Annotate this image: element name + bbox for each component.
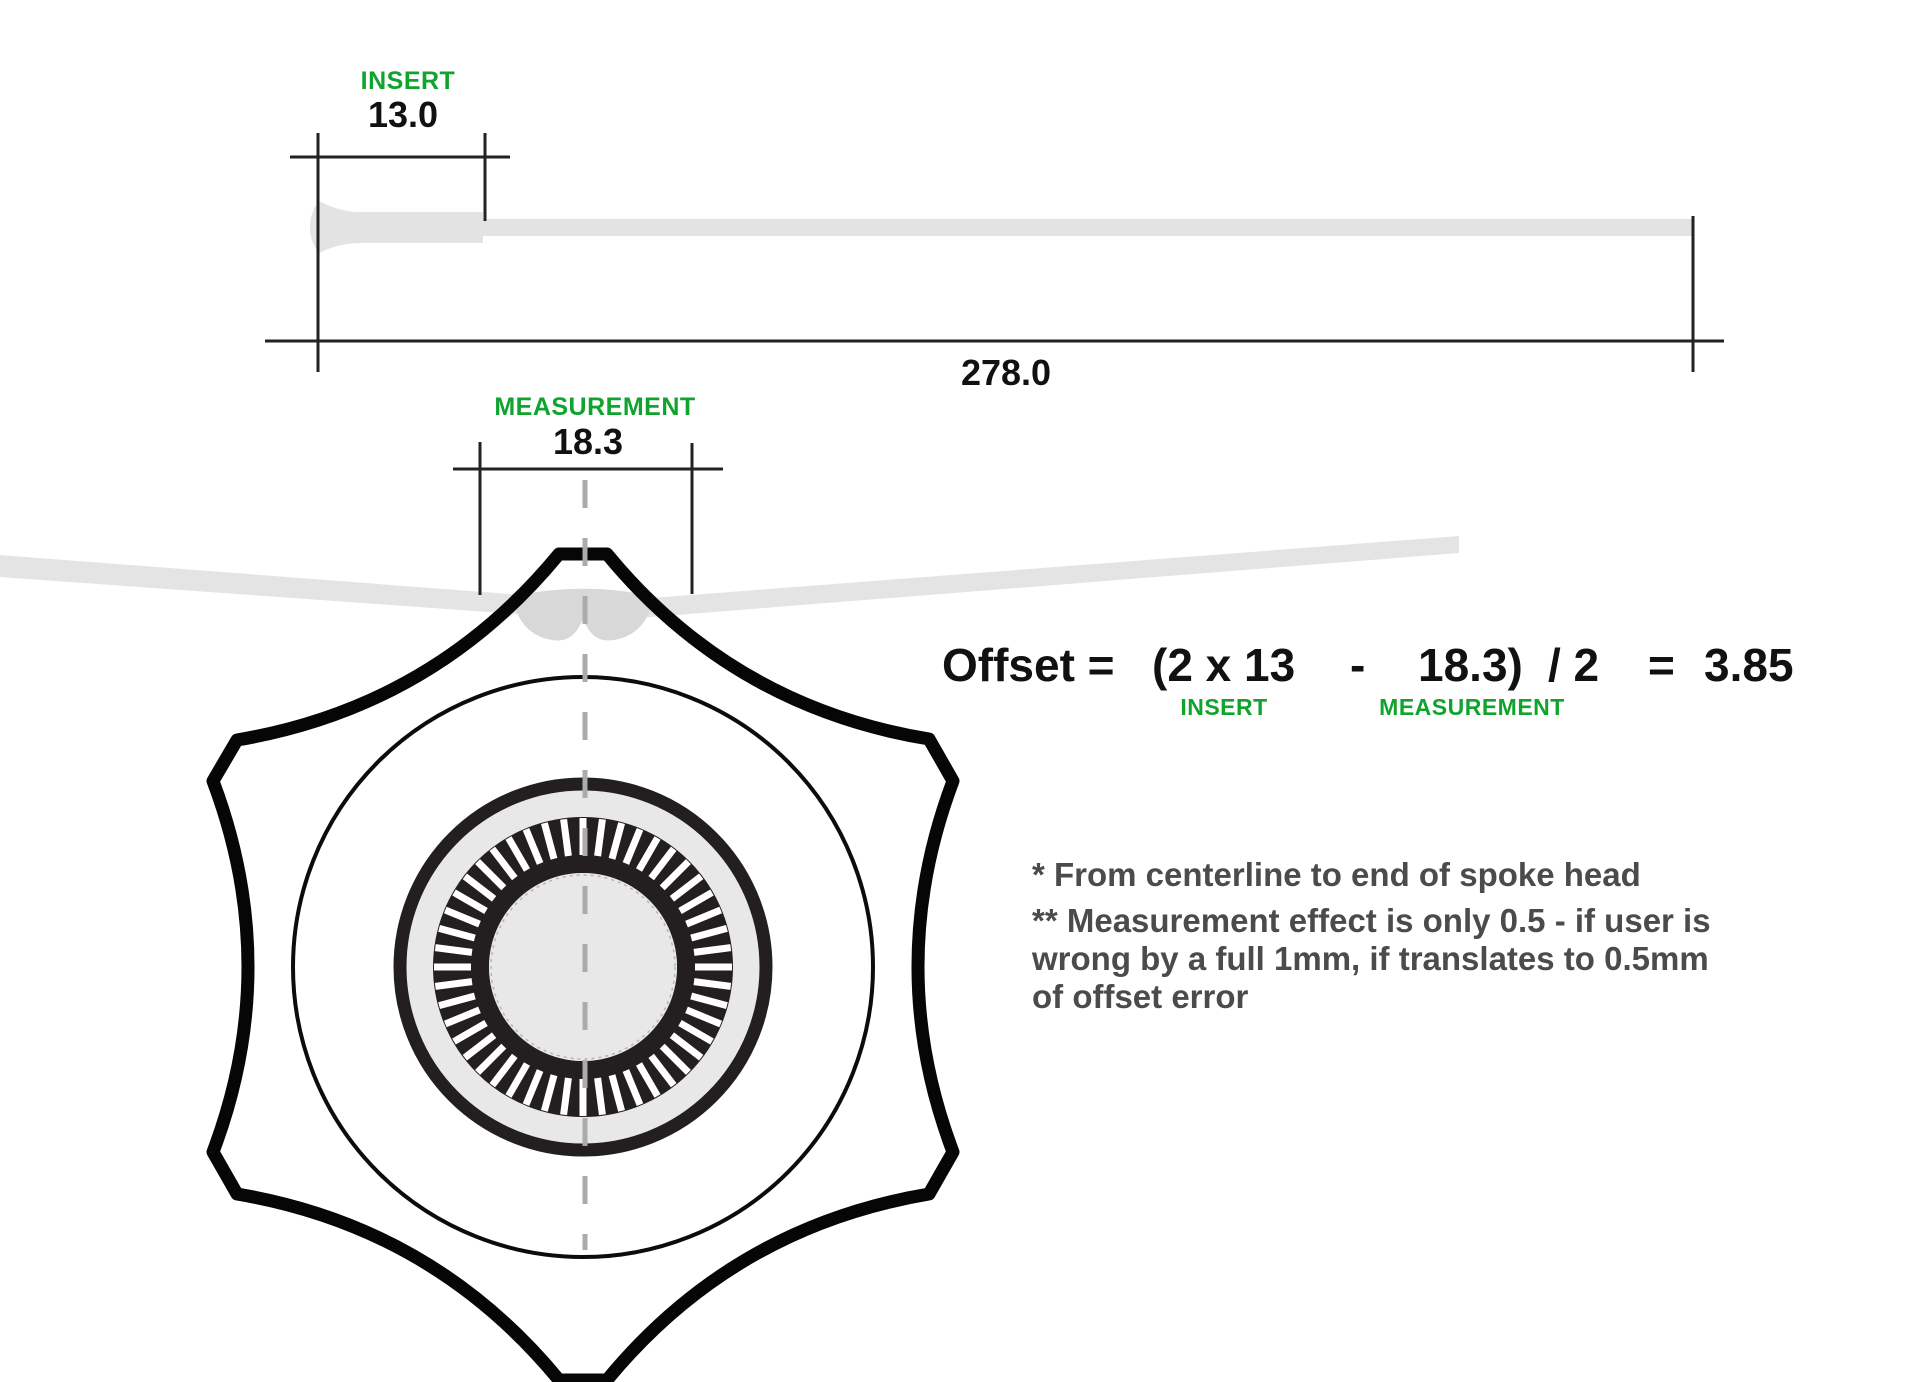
ratchet-slot xyxy=(434,978,473,990)
insert-dimension xyxy=(290,133,510,372)
hub-axle-dotted-circle xyxy=(490,874,676,1060)
ratchet-slot xyxy=(522,827,544,865)
ratchet-slot xyxy=(635,836,661,872)
hub-star-outline xyxy=(206,547,960,1382)
ratchet-slot xyxy=(659,859,691,891)
length-dimension xyxy=(265,216,1724,372)
ratchet-slot xyxy=(505,836,531,872)
ratchet-slot xyxy=(475,859,507,891)
insert-label: INSERT xyxy=(360,67,456,95)
formula-term-open: (2 x 13 xyxy=(1152,639,1296,691)
ratchet-slot xyxy=(690,925,728,942)
ratchet-slot xyxy=(690,992,728,1009)
insert-value: 13.0 xyxy=(367,94,439,135)
ratchet-slot xyxy=(659,1043,691,1075)
ratchet-slot xyxy=(489,846,518,881)
formula-result: 3.85 xyxy=(1704,639,1794,691)
ratchet-slot xyxy=(608,822,625,860)
spoke-length-value: 278.0 xyxy=(960,352,1052,393)
footnote-2-line1: ** Measurement effect is only 0.5 - if u… xyxy=(1032,902,1711,939)
wheel-spoke-left xyxy=(0,555,600,620)
measurement-value: 18.3 xyxy=(552,421,624,462)
offset-formula: Offset = (2 x 13 - 18.3) / 2 = 3.85 xyxy=(942,638,1882,698)
formula-measurement-tag: MEASUREMENT xyxy=(1379,694,1565,720)
ratchet-slot xyxy=(678,889,714,915)
spoke-neck xyxy=(352,212,483,243)
spoke-shaft xyxy=(482,219,1694,236)
formula-divisor: / 2 xyxy=(1548,639,1600,691)
formula-insert-tag: INSERT xyxy=(1180,694,1268,720)
ratchet-slot xyxy=(438,925,476,942)
footnote-2-line3: of offset error xyxy=(1032,978,1249,1015)
ratchet-slot xyxy=(669,1032,704,1061)
ratchet-slot xyxy=(594,1077,606,1116)
ratchet-slot xyxy=(489,1053,518,1088)
wheel-spokes xyxy=(0,536,1459,621)
formula-equals: = xyxy=(1648,639,1675,691)
footnote-2-line2: wrong by a full 1mm, if translates to 0.… xyxy=(1032,940,1709,977)
ratchet-slot xyxy=(452,889,488,915)
measurement-label: MEASUREMENT xyxy=(494,393,696,421)
ratchet-slot xyxy=(669,873,704,902)
ratchet-slot xyxy=(452,1019,488,1045)
ratchet-slot xyxy=(438,992,476,1009)
ratchet-slot xyxy=(522,1069,544,1107)
formula-measurement: 18.3) xyxy=(1418,639,1523,691)
ratchet-slot xyxy=(475,1043,507,1075)
ratchet-slot xyxy=(635,1062,661,1098)
ratchet-slot xyxy=(622,827,644,865)
wheel-spoke-right xyxy=(600,536,1459,621)
ratchet-slot xyxy=(443,906,481,928)
ratchet-slot xyxy=(685,1006,723,1028)
ratchet-slot xyxy=(648,1053,677,1088)
ratchet-slot xyxy=(560,818,572,857)
ratchet-slot xyxy=(560,1077,572,1116)
ratchet-slot xyxy=(462,1032,497,1061)
spoke-side-view xyxy=(310,201,1694,253)
ratchet-slot xyxy=(648,846,677,881)
ratchet-slot xyxy=(541,1074,558,1112)
ratchet-slot xyxy=(693,978,732,990)
ratchet-slot xyxy=(541,822,558,860)
ratchet-slot xyxy=(443,1006,481,1028)
ratchet-teeth xyxy=(434,818,732,1116)
ratchet-slot xyxy=(622,1069,644,1107)
ratchet-slot xyxy=(434,944,473,956)
ratchet-slot xyxy=(462,873,497,902)
ratchet-slot xyxy=(594,818,606,857)
formula-lhs: Offset = xyxy=(942,639,1115,691)
ratchet-slot xyxy=(678,1019,714,1045)
ratchet-slot xyxy=(693,944,732,956)
ratchet-slot xyxy=(505,1062,531,1098)
measurement-dimension xyxy=(453,442,723,595)
formula-minus: - xyxy=(1350,639,1366,691)
footnotes: * From centerline to end of spoke head *… xyxy=(1032,856,1732,1016)
spoke-head xyxy=(310,201,356,253)
ratchet-slot xyxy=(608,1074,625,1112)
ratchet-slot xyxy=(685,906,723,928)
footnote-1: * From centerline to end of spoke head xyxy=(1032,856,1641,893)
